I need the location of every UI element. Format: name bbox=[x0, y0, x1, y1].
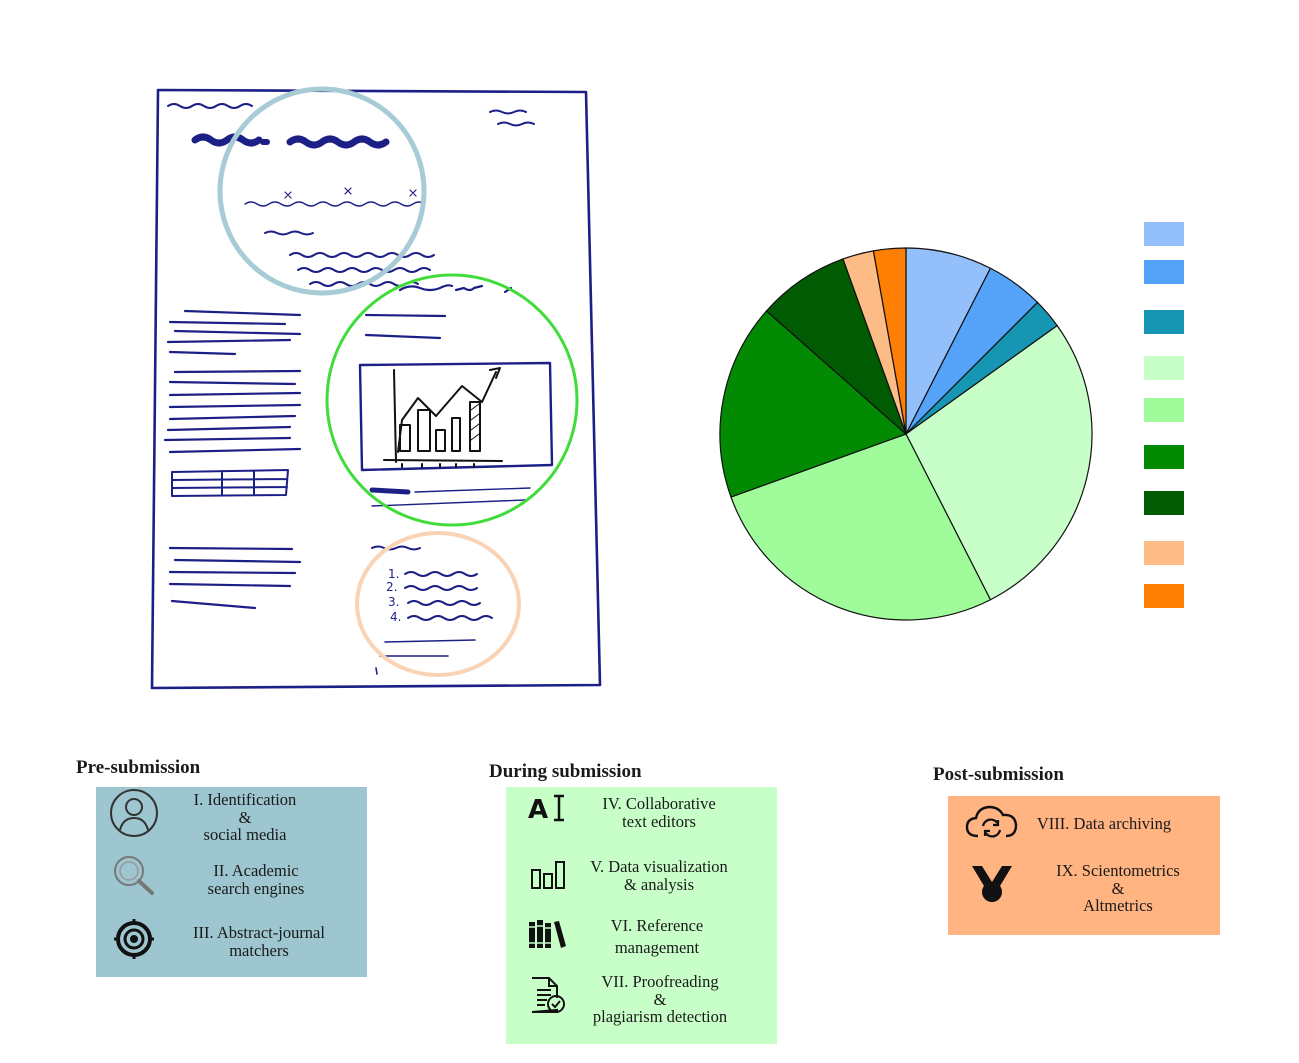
svg-text:2.: 2. bbox=[386, 580, 397, 594]
label-line: & bbox=[238, 807, 252, 827]
label-line: social media bbox=[203, 825, 287, 844]
legend-swatch-4 bbox=[1144, 356, 1184, 380]
item-academic-search: II. Academic search engines bbox=[176, 862, 336, 897]
legend-swatch-8 bbox=[1144, 541, 1184, 565]
svg-text:A: A bbox=[528, 795, 548, 825]
label-line: VII. Proofreading bbox=[601, 972, 719, 991]
item-scientometrics: IX. Scientometrics & Altmetrics bbox=[1028, 862, 1208, 915]
post-submission-title: Post-submission bbox=[933, 764, 1064, 785]
books-icon bbox=[529, 920, 566, 948]
cloud-sync-icon bbox=[965, 805, 1018, 838]
user-circle-icon bbox=[110, 789, 158, 837]
target-icon bbox=[114, 919, 154, 959]
during-submission-box bbox=[506, 787, 777, 1044]
label-line: text editors bbox=[622, 811, 696, 831]
pie-slice-5 bbox=[730, 433, 992, 621]
legend-swatch-6 bbox=[1144, 445, 1184, 469]
label-line: II. Academic bbox=[213, 861, 299, 880]
label-line: IX. Scientometrics bbox=[1056, 861, 1180, 880]
label-line: plagiarism detection bbox=[592, 1007, 728, 1026]
item-data-archiving: VIII. Data archiving bbox=[1024, 815, 1184, 833]
label-line: management bbox=[614, 937, 700, 957]
medal-icon bbox=[972, 866, 1012, 902]
pie-slice-6 bbox=[719, 310, 908, 498]
label-line: III. Abstract-journal bbox=[193, 923, 325, 942]
legend-swatch-1 bbox=[1144, 222, 1184, 246]
label-line: V. Data visualization bbox=[590, 857, 728, 876]
pie-slice-9 bbox=[872, 247, 907, 435]
label-line: matchers bbox=[229, 940, 289, 960]
label-line: & bbox=[653, 989, 667, 1009]
label-line: & bbox=[1111, 878, 1125, 898]
item-identification: I. Identification & social media bbox=[180, 791, 310, 844]
bar-chart-icon bbox=[531, 861, 565, 889]
item-reference-management: VI. Reference management bbox=[592, 917, 722, 956]
svg-text:4.: 4. bbox=[390, 610, 401, 624]
label-line: search engines bbox=[207, 878, 305, 898]
manuscript-sketch: 1. 2. 3. 4. bbox=[150, 86, 602, 690]
svg-text:1.: 1. bbox=[388, 567, 399, 581]
label-line: VIII. Data archiving bbox=[1036, 814, 1172, 833]
during-submission-title: During submission bbox=[489, 761, 642, 782]
svg-text:3.: 3. bbox=[388, 595, 399, 609]
legend-swatch-7 bbox=[1144, 491, 1184, 515]
document-check-icon bbox=[531, 977, 565, 1013]
legend-swatch-5 bbox=[1144, 398, 1184, 422]
label-line: VI. Reference bbox=[610, 916, 704, 935]
item-collaborative-editors: IV. Collaborative text editors bbox=[584, 795, 734, 830]
label-line: I. Identification bbox=[193, 790, 297, 809]
legend-swatch-3 bbox=[1144, 310, 1184, 334]
text-cursor-icon: A bbox=[528, 794, 564, 825]
pie-slice-7 bbox=[765, 258, 907, 435]
pre-submission-title: Pre-submission bbox=[76, 757, 201, 778]
label-line: Altmetrics bbox=[1083, 896, 1153, 915]
label-line: IV. Collaborative bbox=[602, 794, 716, 813]
item-data-visualization: V. Data visualization & analysis bbox=[576, 858, 742, 893]
legend-swatch-2 bbox=[1144, 260, 1184, 284]
pie-chart bbox=[719, 247, 1093, 621]
magnifier-icon bbox=[114, 856, 154, 895]
label-line: & analysis bbox=[623, 874, 695, 894]
pie-slice-4 bbox=[905, 324, 1093, 601]
item-abstract-journal: III. Abstract-journal matchers bbox=[164, 924, 354, 959]
legend-swatch-9 bbox=[1144, 584, 1184, 608]
item-proofreading: VII. Proofreading & plagiarism detection bbox=[578, 973, 742, 1026]
